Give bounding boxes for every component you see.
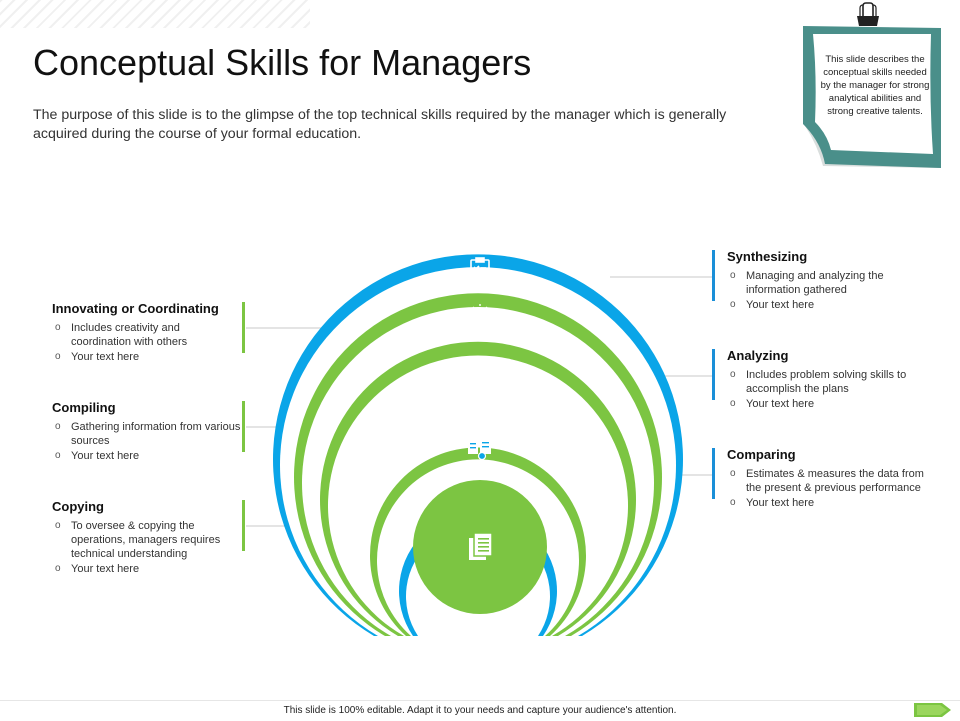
skill-title: Analyzing xyxy=(727,348,789,363)
lightbulb-icon xyxy=(471,304,489,324)
skill-title: Copying xyxy=(52,499,104,514)
side-note: This slide describes the conceptual skil… xyxy=(803,2,941,168)
skill-bullet: Your text here xyxy=(727,496,932,510)
binder-clip-icon xyxy=(857,2,879,26)
footer-bar: This slide is 100% editable. Adapt it to… xyxy=(0,700,960,721)
skill-compiling: Compiling Gathering information from var… xyxy=(52,400,242,464)
accent-bar-innovating xyxy=(242,302,245,353)
note-text: This slide describes the conceptual skil… xyxy=(820,54,930,117)
skill-title: Compiling xyxy=(52,400,116,415)
accent-bar-compiling xyxy=(242,401,245,452)
skill-bullet: To oversee & copying the operations, man… xyxy=(52,519,242,561)
documents-icon xyxy=(468,438,491,461)
page-subtitle: The purpose of this slide is to the glim… xyxy=(33,107,727,142)
skill-bullet: Includes problem solving skills to accom… xyxy=(727,368,932,396)
skill-synthesizing: Synthesizing Managing and analyzing the … xyxy=(727,249,932,313)
skill-bullet: Managing and analyzing the information g… xyxy=(727,269,932,297)
skill-bullet: Includes creativity and coordination wit… xyxy=(52,321,242,349)
skill-title: Innovating or Coordinating xyxy=(52,301,219,316)
skill-comparing: Comparing Estimates & measures the data … xyxy=(727,447,932,511)
accent-bar-copying xyxy=(242,500,245,551)
footer-text: This slide is 100% editable. Adapt it to… xyxy=(283,705,677,716)
next-arrow-icon[interactable] xyxy=(914,702,954,718)
accent-bar-comparing xyxy=(712,448,715,499)
clipboard-checklist-icon xyxy=(470,257,490,284)
skill-analyzing: Analyzing Includes problem solving skill… xyxy=(727,348,932,412)
skill-innovating: Innovating or Coordinating Includes crea… xyxy=(52,301,242,365)
decorative-stripes xyxy=(0,0,310,28)
skill-copying: Copying To oversee & copying the operati… xyxy=(52,499,242,577)
accent-bar-synthesizing xyxy=(712,250,715,301)
skill-bullet: Your text here xyxy=(727,397,932,411)
network-nodes-icon xyxy=(467,390,494,419)
skill-bullet: Gathering information from various sourc… xyxy=(52,420,242,448)
skill-bullet: Your text here xyxy=(52,350,242,364)
skill-title: Synthesizing xyxy=(727,249,808,264)
skill-bullet: Your text here xyxy=(52,562,242,576)
page-title: Conceptual Skills for Managers xyxy=(33,42,532,83)
skill-title: Comparing xyxy=(727,447,796,462)
skill-bullet: Estimates & measures the data from the p… xyxy=(727,467,932,495)
skill-bullet: Your text here xyxy=(52,449,242,463)
stacked-documents-icon xyxy=(469,532,493,560)
accent-bar-analyzing xyxy=(712,349,715,400)
skill-bullet: Your text here xyxy=(727,298,932,312)
